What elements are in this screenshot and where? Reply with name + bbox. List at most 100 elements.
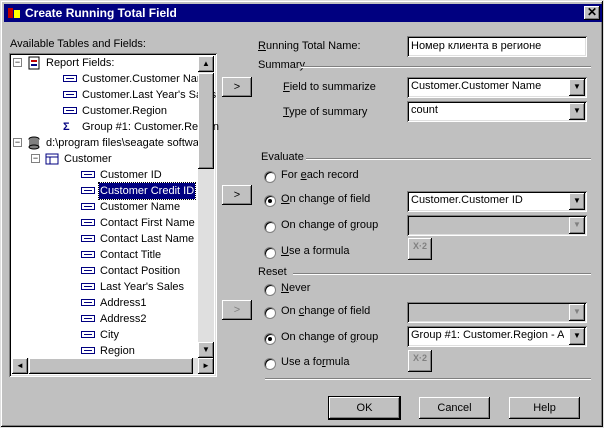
collapse-toggle[interactable]: − [13, 137, 22, 147]
sigma-icon: Σ [63, 121, 70, 133]
option-text: roup [356, 219, 379, 231]
option-text: n change of field [289, 193, 371, 205]
tree-item-label: Customer Name [100, 201, 181, 213]
chevron-down-icon[interactable]: ▼ [569, 193, 585, 210]
field-icon [81, 347, 95, 354]
field-icon [81, 187, 95, 194]
field-icon [81, 203, 95, 210]
tree-item-label: Group #1: Customer.Region [82, 121, 219, 133]
evaluate-divider [306, 158, 591, 160]
field-to-summarize-dropdown[interactable]: Customer.Customer Name ▼ [407, 77, 587, 98]
evaluate-formula-label[interactable]: Use a formula [281, 245, 349, 257]
tree-vertical-scrollbar[interactable]: ▲ ▼ [198, 56, 214, 358]
option-text: ever [288, 282, 311, 294]
evaluate-group-dropdown[interactable]: ▼ [407, 215, 587, 236]
option-text: hange of field [304, 305, 371, 317]
field-to-summarize-label: Field to summarize [283, 81, 376, 93]
option-text: g [350, 331, 357, 343]
app-icon [8, 8, 20, 18]
option-text: O [281, 193, 290, 205]
option-text: On change of [281, 331, 351, 343]
evaluate-change-group-label[interactable]: On change of group [281, 219, 378, 231]
window-title: Create Running Total Field [25, 6, 177, 20]
report-icon [27, 56, 41, 75]
chevron-down-icon[interactable]: ▼ [569, 103, 585, 120]
tree-item-label: Customer.Customer Name [82, 73, 213, 85]
option-text: se a formula [288, 245, 350, 257]
evaluate-change-group-radio[interactable] [264, 221, 276, 233]
reset-heading: Reset [258, 266, 287, 278]
evaluate-each-record-label[interactable]: For each record [281, 169, 359, 181]
collapse-toggle[interactable]: − [13, 57, 22, 67]
field-icon [81, 171, 95, 178]
summary-divider [301, 66, 591, 68]
evaluate-formula-button[interactable]: X·2 [408, 238, 432, 260]
reset-field-dropdown[interactable]: ▼ [407, 302, 587, 323]
option-text: Use a fo [281, 356, 322, 368]
add-reset-field-button[interactable]: > [222, 300, 252, 320]
option-text: For [281, 169, 301, 181]
tree-horizontal-scrollbar[interactable]: ◄ ► [12, 358, 214, 374]
available-fields-label: Available Tables and Fields: [10, 38, 146, 50]
help-button[interactable]: Help [509, 397, 580, 419]
hscroll-thumb[interactable] [29, 358, 193, 374]
reset-formula-label[interactable]: Use a formula [281, 356, 349, 368]
reset-change-field-radio[interactable] [264, 307, 276, 319]
scroll-thumb[interactable] [198, 73, 214, 169]
add-evaluate-field-button[interactable]: > [222, 185, 252, 205]
tree-item-label: Customer.Last Year's Sales [82, 89, 217, 101]
reset-change-group-label[interactable]: On change of group [281, 331, 378, 343]
evaluate-formula-radio[interactable] [264, 247, 276, 259]
reset-divider [293, 273, 591, 275]
tree-item-label: Contact Position [100, 265, 181, 277]
tree-item-label: Customer [64, 153, 112, 165]
reset-group-dropdown[interactable]: Group #1: Customer.Region - A ▼ [407, 326, 587, 347]
option-text: On [281, 305, 299, 317]
reset-formula-radio[interactable] [264, 358, 276, 370]
option-text: On change of [281, 219, 351, 231]
cancel-button[interactable]: Cancel [419, 397, 490, 419]
chevron-down-icon[interactable]: ▼ [569, 304, 585, 321]
type-of-summary-dropdown[interactable]: count ▼ [407, 101, 587, 122]
scroll-up-button[interactable]: ▲ [198, 56, 214, 72]
summary-heading: Summary [258, 59, 306, 71]
tree-item-label: Contact First Name [100, 217, 195, 229]
formula-icon: X·2 [413, 353, 428, 363]
option-text: U [281, 245, 289, 257]
reset-formula-button[interactable]: X·2 [408, 350, 432, 372]
evaluate-change-field-label[interactable]: On change of field [281, 193, 370, 205]
running-total-name-input[interactable]: Номер клиента в регионе [407, 36, 587, 57]
tree-item-label: Customer Credit ID [97, 182, 197, 200]
collapse-toggle[interactable]: − [31, 153, 40, 163]
reset-change-group-radio[interactable] [264, 333, 276, 345]
close-button[interactable]: ✕ [584, 6, 600, 20]
tree-item-label: Region [100, 345, 135, 357]
evaluate-each-record-radio[interactable] [264, 171, 276, 183]
chevron-down-icon[interactable]: ▼ [569, 328, 585, 345]
add-summary-field-button[interactable]: > [222, 77, 252, 97]
tree-item-label: Address2 [100, 313, 147, 325]
reset-change-field-label[interactable]: On change of field [281, 305, 370, 317]
scroll-right-button[interactable]: ► [198, 358, 214, 374]
title-bar: Create Running Total Field ✕ [4, 4, 602, 22]
evaluate-change-field-radio[interactable] [264, 195, 276, 207]
chevron-down-icon[interactable]: ▼ [569, 217, 585, 234]
ok-button[interactable]: OK [328, 396, 401, 420]
option-text: N [281, 282, 289, 294]
chevron-down-icon[interactable]: ▼ [569, 79, 585, 96]
reset-never-label[interactable]: Never [281, 282, 310, 294]
option-text: roup [356, 331, 379, 343]
evaluate-heading: Evaluate [261, 151, 304, 163]
database-icon [27, 136, 41, 155]
evaluate-field-dropdown[interactable]: Customer.Customer ID ▼ [407, 191, 587, 212]
field-icon [81, 235, 95, 242]
option-text: g [350, 219, 357, 231]
scroll-left-button[interactable]: ◄ [12, 358, 28, 374]
formula-icon: X·2 [413, 241, 428, 251]
tree-item-label: City [100, 329, 119, 341]
scroll-down-button[interactable]: ▼ [198, 342, 214, 358]
field-icon [81, 331, 95, 338]
reset-never-radio[interactable] [264, 284, 276, 296]
